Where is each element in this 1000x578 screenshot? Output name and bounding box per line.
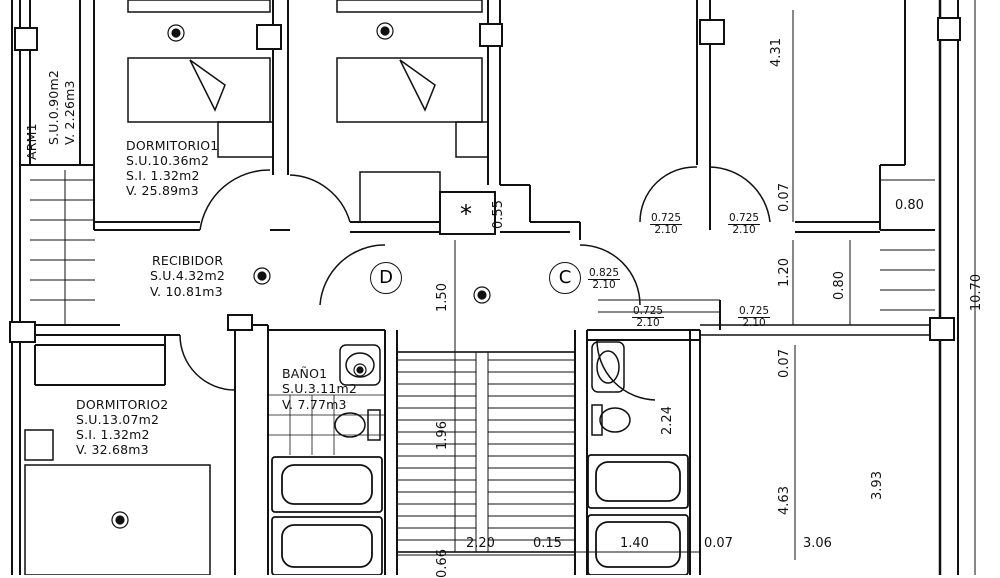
door-4-height: 2.10 <box>636 317 660 329</box>
dim-220: 2.20 <box>466 536 495 551</box>
section-marker-d: D <box>370 262 402 294</box>
dim-196: 1.96 <box>434 421 450 450</box>
dim-055: 0.55 <box>490 200 506 229</box>
recibidor-su: S.U.4.32m2 <box>150 268 225 283</box>
dormitorio1-name: DORMITORIO1 <box>126 138 219 153</box>
dim-150: 1.50 <box>434 283 450 312</box>
door-5-height: 2.10 <box>742 317 766 329</box>
recibidor-v: V. 10.81m3 <box>150 284 223 299</box>
dim-120: 1.20 <box>776 258 792 287</box>
section-marker-c: C <box>549 262 581 294</box>
dim-080b: 0.80 <box>831 271 847 300</box>
dim-431: 4.31 <box>768 38 784 67</box>
dormitorio2-si: S.I. 1.32m2 <box>76 427 150 442</box>
dormitorio1-si: S.I. 1.32m2 <box>126 168 200 183</box>
dim-015: 0.15 <box>533 536 562 551</box>
door-1-height: 2.10 <box>654 224 678 236</box>
door-5-width: 0.725 <box>738 305 771 318</box>
dormitorio2-su: S.U.13.07m2 <box>76 412 160 427</box>
dim-463: 4.63 <box>776 486 792 515</box>
door-1-width: 0.725 <box>650 212 683 225</box>
door-2-width: 0.725 <box>728 212 761 225</box>
dormitorio2-v: V. 32.68m3 <box>76 442 149 457</box>
dormitorio2-name: DORMITORIO2 <box>76 397 169 412</box>
shaft-star-icon: * <box>460 200 472 228</box>
door-2-height: 2.10 <box>732 224 756 236</box>
bano1-v: V. 7.77m3 <box>282 397 347 412</box>
arm1-name: ARM1 <box>24 123 39 160</box>
dim-224: 2.24 <box>659 406 675 435</box>
dim-066: 0.66 <box>434 549 450 578</box>
dim-306: 3.06 <box>803 536 832 551</box>
door-3-height: 2.10 <box>592 279 616 291</box>
dormitorio1-v: V. 25.89m3 <box>126 183 199 198</box>
dim-007a: 0.07 <box>776 183 792 212</box>
dim-393: 3.93 <box>869 471 885 500</box>
bano1-su: S.U.3.11m2 <box>282 381 357 396</box>
arm1-su: S.U.0.90m2 <box>46 70 61 145</box>
dim-080a: 0.80 <box>895 198 924 213</box>
door-3-width: 0.825 <box>588 267 621 280</box>
dim-007c: 0.07 <box>704 536 733 551</box>
dormitorio1-su: S.U.10.36m2 <box>126 153 210 168</box>
bano1-name: BAÑO1 <box>282 366 328 381</box>
arm1-v: V. 2.26m3 <box>62 80 77 145</box>
recibidor-name: RECIBIDOR <box>152 253 224 268</box>
dim-007b: 0.07 <box>776 349 792 378</box>
dim-1070: 10.70 <box>969 273 985 312</box>
dim-140: 1.40 <box>620 536 649 551</box>
door-4-width: 0.725 <box>632 305 665 318</box>
